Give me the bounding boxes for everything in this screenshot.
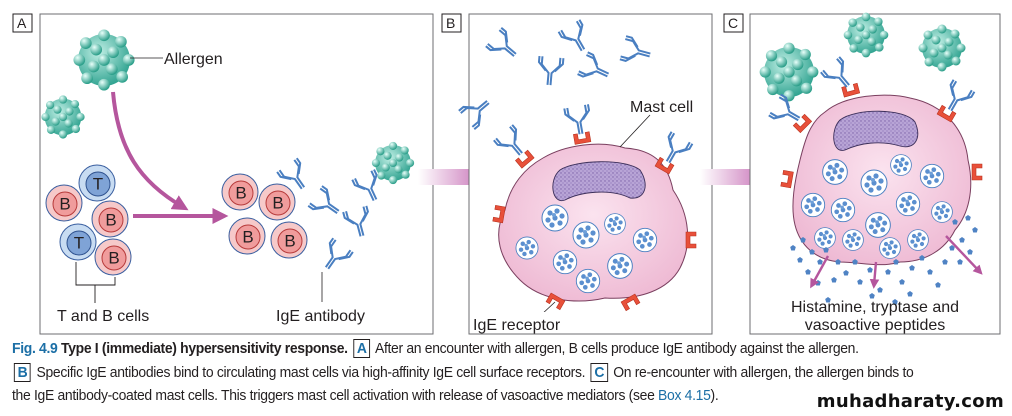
degranulating-granule-icon xyxy=(907,229,929,251)
granule-icon xyxy=(604,213,626,235)
figure-caption: Fig. 4.9 Type I (immediate) hypersensiti… xyxy=(12,337,937,408)
granule-icon xyxy=(572,221,600,249)
granule-icon xyxy=(607,253,633,279)
granule-icon xyxy=(919,163,945,189)
granule-icon xyxy=(860,169,888,197)
allergen-icon xyxy=(41,95,85,139)
granule-icon xyxy=(800,192,826,218)
caption-text-c1: On re-encounter with allergen, the aller… xyxy=(613,363,914,381)
allergen-icon xyxy=(73,29,135,91)
box-cross-reference-link[interactable]: Box 4.15 xyxy=(658,387,711,404)
b-cell-letter: B xyxy=(105,211,116,230)
allergen-icon xyxy=(918,24,966,72)
granule-icon xyxy=(830,197,856,223)
watermark: muhadharaty.com xyxy=(816,391,1004,412)
caption-line-2: B Specific IgE antibodies bind to circul… xyxy=(12,361,937,385)
b-cell-letter: B xyxy=(284,232,295,251)
panel-b-to-c-arrow xyxy=(700,160,772,194)
panel-a-tag: A xyxy=(17,15,27,31)
caption-text-end: ). xyxy=(710,387,719,404)
caption-tag-a: A xyxy=(353,339,371,358)
b-cell-letter: B xyxy=(108,249,119,268)
mast-cell-label: Mast cell xyxy=(630,99,693,116)
granule-icon xyxy=(890,154,912,176)
allergen-label: Allergen xyxy=(164,51,223,68)
caption-tag-b: B xyxy=(13,362,32,382)
mast-cell-nucleus xyxy=(552,161,646,202)
degranulating-granule-icon xyxy=(842,229,864,251)
granule-icon xyxy=(541,204,569,232)
t-cell-letter: T xyxy=(74,234,84,253)
b-cell-letter: B xyxy=(242,228,253,247)
t-cell-letter: T xyxy=(93,175,103,194)
panel-c: C xyxy=(723,12,1001,335)
allergen-icon xyxy=(843,12,889,58)
panel-a: A Allergen T B B T B T and B cells B B B… xyxy=(12,13,434,335)
allergen-icon xyxy=(371,141,415,185)
granule-icon xyxy=(552,249,578,275)
allergen-to-bcell-arrow xyxy=(111,91,189,211)
granule-icon xyxy=(632,227,658,253)
t-and-b-cells-bracket xyxy=(75,262,116,303)
granule-icon xyxy=(895,191,921,217)
t-and-b-cells-label: T and B cells xyxy=(57,308,149,325)
caption-line-3: the IgE antibody-coated mast cells. This… xyxy=(12,384,937,408)
allergen-icon xyxy=(759,42,819,102)
caption-line-1: Fig. 4.9 Type I (immediate) hypersensiti… xyxy=(12,337,937,361)
mediator-release-arrow xyxy=(945,235,983,275)
mediators-label-line1: Histamine, tryptase and xyxy=(791,299,959,316)
b-cell-letter: B xyxy=(59,195,70,214)
degranulating-granule-icon xyxy=(931,201,953,223)
caption-tag-c: C xyxy=(590,362,608,382)
degranulating-granule-icon xyxy=(814,227,836,249)
panel-a-to-b-arrow xyxy=(418,160,492,194)
mast-cell-leader-line xyxy=(619,114,651,148)
panel-a-tag-box xyxy=(12,13,33,33)
granule-icon xyxy=(515,236,539,260)
ige-antibody-label: IgE antibody xyxy=(276,308,365,325)
panel-c-tag: C xyxy=(728,15,738,31)
figure-title: Type I (immediate) hypersensitivity resp… xyxy=(61,340,348,357)
ige-receptor-label: IgE receptor xyxy=(473,317,561,334)
panel-c-tag-box xyxy=(723,13,744,33)
caption-text-b: Specific IgE antibodies bind to circulat… xyxy=(36,363,586,381)
b-cell-letter: B xyxy=(272,194,283,213)
degranulating-granule-icon xyxy=(879,237,901,259)
granule-icon xyxy=(865,212,891,238)
panel-b-tag-box xyxy=(441,13,462,33)
caption-text-c2: the IgE antibody-coated mast cells. This… xyxy=(12,387,655,404)
b-cell-letter: B xyxy=(235,184,246,203)
mast-cell-nucleus xyxy=(833,110,919,151)
granule-icon xyxy=(575,268,601,294)
panel-b-tag: B xyxy=(446,15,455,31)
ige-receptor-label-bg xyxy=(470,312,570,332)
panel-b: B Mast cell IgE recept xyxy=(441,13,713,335)
mediator-release-arrow xyxy=(869,261,880,289)
caption-text-a: After an encounter with allergen, B cell… xyxy=(374,340,859,357)
hypersensitivity-figure: A Allergen T B B T B T and B cells B B B… xyxy=(12,12,1001,335)
mediator-release-arrow xyxy=(810,255,830,289)
figure-number: Fig. 4.9 xyxy=(12,340,58,357)
mediators-label-line2: vasoactive peptides xyxy=(805,317,946,334)
granule-icon xyxy=(822,159,848,185)
